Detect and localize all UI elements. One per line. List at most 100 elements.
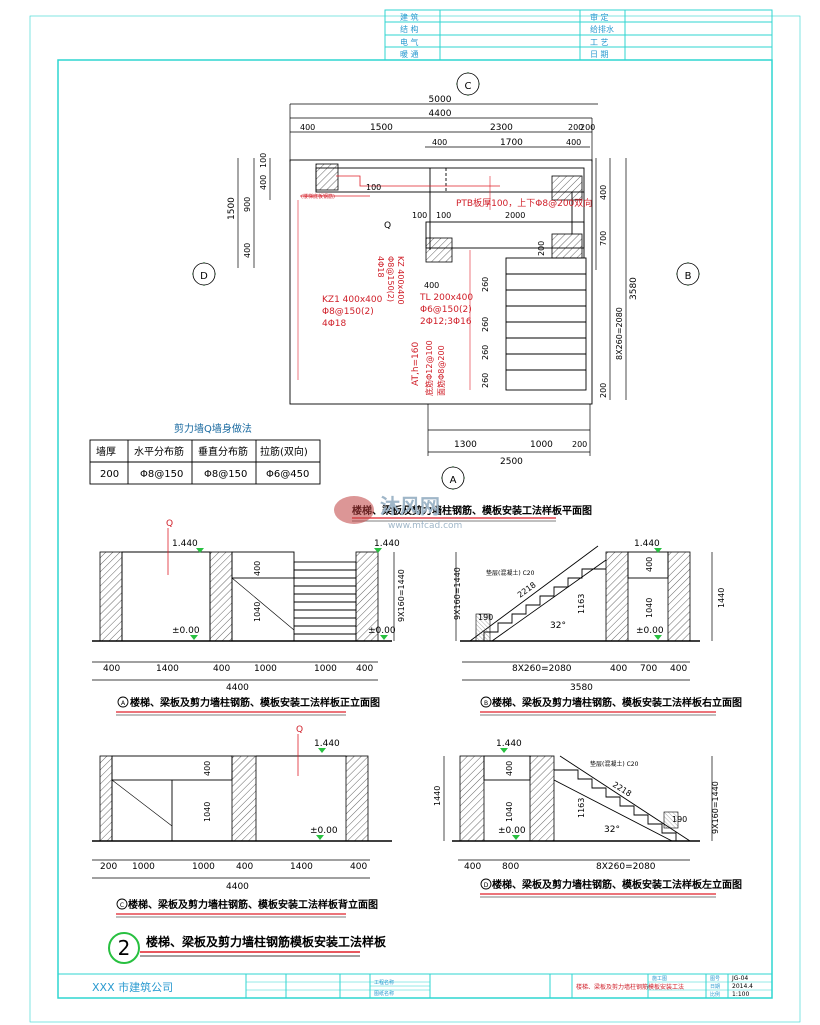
axis-d-bubble: D (192, 262, 216, 286)
back-elevation-title: 楼梯、梁板及剪力墙柱钢筋、模板安装工法样板背立面图 (128, 898, 378, 911)
dim-text: 400 (243, 243, 252, 258)
main-title-number: 2 (118, 936, 131, 960)
dim-text: 400 (259, 175, 268, 190)
level-top: 1.440 (172, 539, 198, 549)
dim-text: 9X160=1440 (711, 781, 720, 834)
dim-text: 1040 (645, 598, 654, 618)
tl-label: TL 200x400 (419, 293, 473, 303)
dim-text: 400 (300, 123, 315, 132)
dim-text: 260 (481, 345, 490, 360)
number-label: 图号 (710, 976, 720, 982)
dim-text: 3580 (629, 277, 639, 300)
title-block: XXX 市建筑公司 工程名称 图纸名称 楼梯、梁板及剪力墙柱钢筋模板安装工法 施… (57, 973, 773, 999)
table-header: 水平分布筋 (134, 445, 184, 458)
kz1-bars: 4Φ18 (322, 319, 347, 329)
axis-c-bubble: C (456, 72, 480, 96)
axis-label: B (685, 271, 692, 282)
note-label: (楼梯底板钢筋) (301, 193, 335, 200)
dim-text: 260 (481, 277, 490, 292)
dim-text: 8X260=2080 (596, 862, 656, 872)
main-title: 2 楼梯、梁板及剪力墙柱钢筋模板安装工法样板 (108, 932, 387, 964)
dim-text: 200 (100, 862, 117, 872)
drawing-date: 2014.4 (732, 983, 753, 990)
drawing-scale: 1:100 (732, 991, 749, 998)
dim-text: 8X260=2080 (512, 664, 572, 674)
dim-text: 1000 (192, 862, 215, 872)
dim-text: 2500 (500, 457, 523, 467)
note-label: 垫层(混凝土) C20 (590, 760, 639, 768)
front-elevation-title: 楼梯、梁板及剪力墙柱钢筋、模板安装工法样板正立面图 (130, 696, 380, 709)
dim-text: 4400 (429, 109, 452, 119)
dim-190: 190 (672, 815, 687, 824)
dim-text: 100 (259, 153, 268, 168)
plan-title: 楼梯、梁板及剪力墙柱钢筋、模板安装工法样板平面图 (352, 504, 592, 517)
header-cell: 日 期 (590, 50, 609, 59)
table-header: 垂直分布筋 (198, 445, 248, 458)
dim-text: 400 (432, 138, 447, 147)
wall-table: 剪力墙Q墙身做法 墙厚 水平分布筋 垂直分布筋 拉筋(双向) 200 Φ8@15… (89, 422, 321, 485)
kz2-stirrup: Φ8@150(2) (386, 256, 395, 302)
table-cell: 200 (100, 469, 119, 480)
dim-text: 400 (424, 281, 439, 290)
dim-text: 200 (568, 123, 583, 132)
header-cell: 审 定 (590, 12, 609, 22)
elev-marker: B (484, 700, 488, 707)
dim-text: 1000 (530, 440, 553, 450)
header-cell: 工 艺 (590, 38, 609, 47)
dim-text: 400 (203, 761, 212, 776)
right-elevation: 垫层(混凝土) C20 2218 1163 32° 190 1.440 ±0.0… (453, 539, 742, 716)
dim-text: 400 (670, 664, 687, 674)
dim-text: 1300 (454, 440, 477, 450)
dim-total: 4400 (226, 882, 249, 892)
header-cell: 结 构 (400, 24, 419, 34)
dim-text: 400 (213, 664, 230, 674)
dim-text: 900 (243, 197, 252, 212)
watermark: 沐风网 www.mfcad.com (334, 494, 462, 531)
dim-text: 1000 (314, 664, 337, 674)
dim-text: 260 (481, 373, 490, 388)
dim-text: 400 (599, 185, 608, 200)
dim-text: 9X160=1440 (397, 569, 406, 622)
angle-label: 32° (550, 621, 566, 631)
dim-190: 190 (478, 613, 493, 622)
kz2-bars: 4Φ18 (376, 256, 385, 278)
elev-marker: A (121, 700, 126, 707)
dim-text: 400 (505, 761, 514, 776)
header-cell: 建 筑 (400, 12, 419, 22)
ptb-label: PTB板厚100，上下Φ8@200双向 (456, 197, 592, 209)
table-cell: Φ6@450 (266, 469, 309, 480)
dim-text: 400 (464, 862, 481, 872)
level-zero: ±0.00 (636, 626, 664, 636)
tl-bars: 2Φ12;3Φ16 (420, 317, 472, 327)
dim-text: 1700 (500, 138, 523, 148)
slope-dim: 2218 (611, 780, 633, 798)
dim-text: 1040 (203, 802, 212, 822)
level-top: 1.440 (496, 739, 522, 749)
drawing-name: 楼梯、梁板及剪力墙柱钢筋模板安装工法 (576, 983, 684, 991)
dim-text: 260 (481, 317, 490, 332)
dim-text: 400 (566, 138, 581, 147)
dim-text: 700 (640, 664, 657, 674)
dim-text: 400 (253, 561, 262, 576)
dim-text: 100 (366, 183, 381, 192)
kz2-label: KZ 400x400 (396, 256, 405, 305)
axis-label: A (450, 475, 457, 486)
level-zero: ±0.00 (310, 826, 338, 836)
stage-label: 施工图 (652, 975, 667, 982)
level-zero: ±0.00 (498, 826, 526, 836)
dim-text: 700 (599, 231, 608, 246)
axis-label: D (200, 271, 208, 282)
at-top-bar: 面筋Φ8@200 (436, 345, 446, 396)
watermark-cn: 沐风网 (380, 494, 440, 518)
dim-text: 2300 (490, 123, 513, 133)
dim-total: 3580 (570, 683, 593, 693)
dim-text: 400 (350, 862, 367, 872)
left-elevation-title: 楼梯、梁板及剪力墙柱钢筋、模板安装工法样板左立面图 (492, 878, 742, 891)
dim-text: 200 (537, 241, 546, 256)
dim-text: 800 (502, 862, 519, 872)
dim-text: 400 (610, 664, 627, 674)
dim-text: 9X160=1440 (453, 567, 462, 620)
slope-dim: 2218 (516, 580, 538, 599)
angle-label: 32° (604, 825, 620, 835)
